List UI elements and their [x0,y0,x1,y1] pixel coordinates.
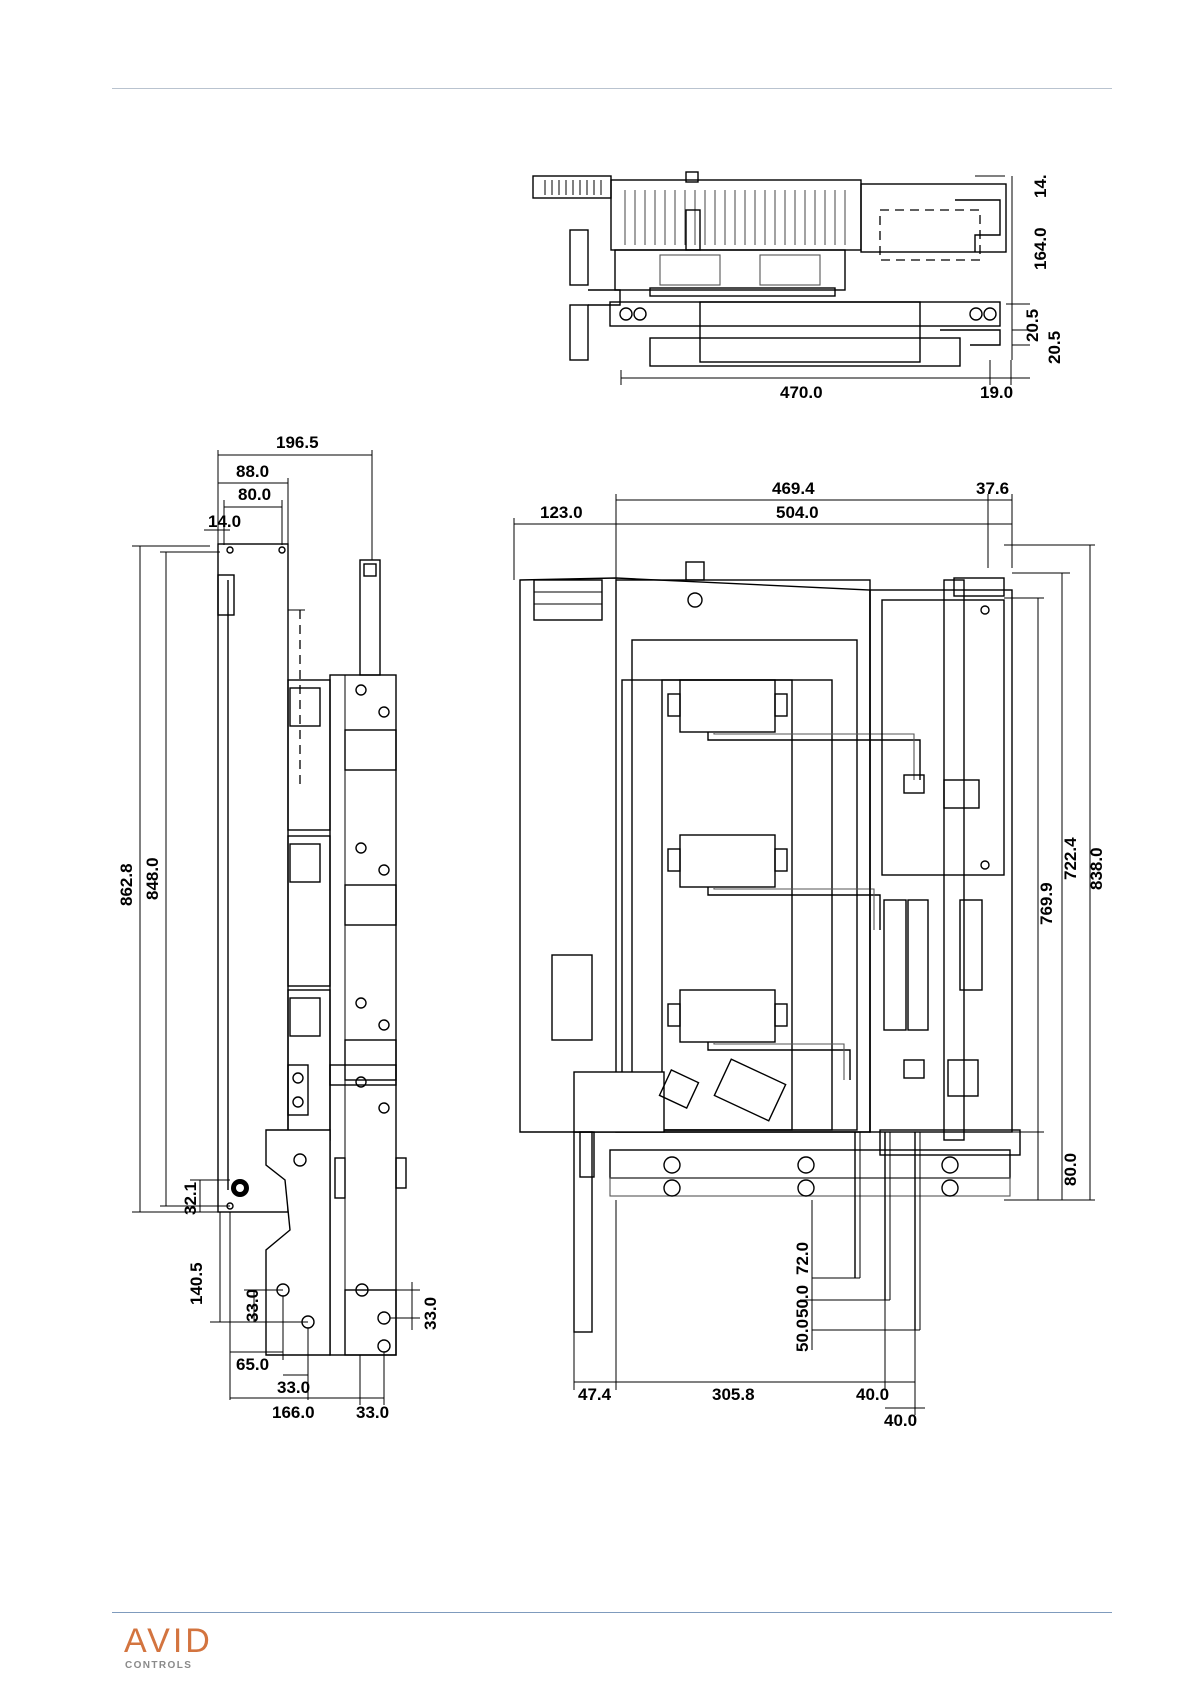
dim-top-470: 470.0 [780,383,823,402]
dim-side-140-5: 140.5 [187,1262,206,1305]
dim-front-504: 504.0 [776,503,819,522]
dim-front-123: 123.0 [540,503,583,522]
dim-top-14: 14. [1031,174,1050,198]
dim-side-862-8: 862.8 [117,863,136,906]
side-view: 196.5 88.0 80.0 14.0 [117,433,440,1422]
dim-front-50-b: 50.0 [793,1319,812,1352]
dim-side-33-d: 33.0 [421,1297,440,1330]
dim-side-14: 14.0 [208,512,241,531]
dim-front-838: 838.0 [1087,847,1106,890]
front-view: 469.4 37.6 123.0 504.0 [514,479,1106,1430]
dim-front-47-4: 47.4 [578,1385,612,1404]
dim-top-164: 164.0 [1031,227,1050,270]
dim-top-20-5-b: 20.5 [1045,331,1064,364]
dim-side-32-1: 32.1 [181,1182,200,1215]
dim-front-50-a: 50.0 [793,1285,812,1318]
logo-subtitle: CONTROLS [125,1661,192,1671]
dim-front-40-a: 40.0 [856,1385,889,1404]
dim-side-166: 166.0 [272,1403,315,1422]
dim-side-88: 88.0 [236,462,269,481]
side-view-contacts [288,680,330,1140]
dim-front-37-6: 37.6 [976,479,1009,498]
dim-front-40-b: 40.0 [884,1411,917,1430]
top-view-lower-box [700,302,920,362]
logo-word: AVID [124,1624,213,1658]
dim-front-469-4: 469.4 [772,479,815,498]
dim-top-19: 19.0 [980,383,1013,402]
footer-rule [112,1612,1112,1613]
dim-side-65: 65.0 [236,1355,269,1374]
top-view-control-box [861,184,1006,252]
top-view-heatsink [611,180,861,250]
top-view: 14. 164.0 20.5 20.5 470.0 19.0 [533,172,1064,402]
dim-side-196-5: 196.5 [276,433,319,452]
front-view-chassis [520,578,870,1132]
dim-front-722-4: 722.4 [1061,837,1080,880]
dim-side-33-a: 33.0 [243,1289,262,1322]
dim-side-33-b: 33.0 [277,1378,310,1397]
dim-front-769-9: 769.9 [1037,882,1056,925]
dim-side-848: 848.0 [143,857,162,900]
side-view-bracket [266,1130,330,1355]
dim-front-72: 72.0 [793,1242,812,1275]
avid-controls-logo: AVID CONTROLS [124,1624,234,1672]
dim-top-20-5-a: 20.5 [1023,309,1042,342]
dim-side-33-c: 33.0 [356,1403,389,1422]
dim-front-80: 80.0 [1061,1153,1080,1186]
dim-side-80: 80.0 [238,485,271,504]
dim-front-305-8: 305.8 [712,1385,755,1404]
front-view-control-cabinet [870,590,1012,1132]
front-view-interrupters [622,680,832,1130]
